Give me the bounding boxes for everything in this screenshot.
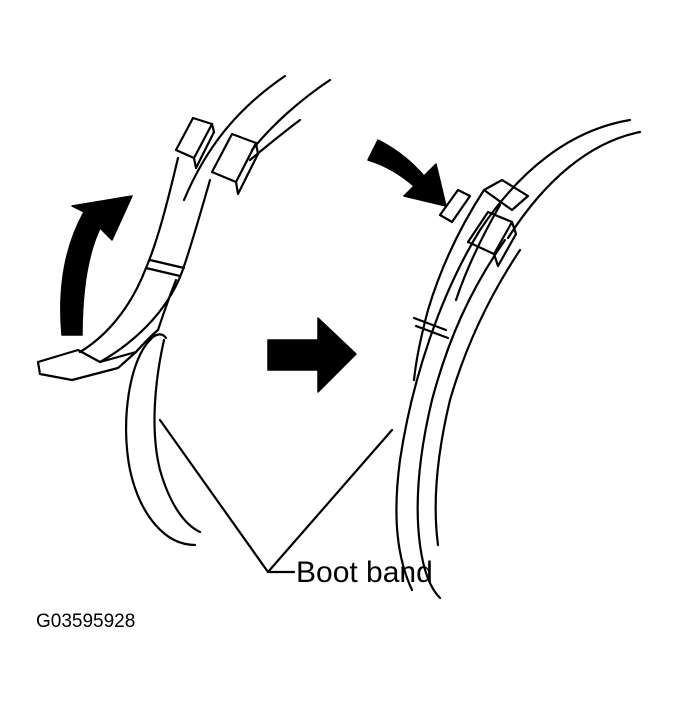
left-boot-body-inner: [153, 338, 202, 534]
right-boot-outer-arc-2: [506, 130, 642, 240]
boot-band-label: Boot band: [296, 556, 433, 589]
left-clip-tab-1: [174, 116, 214, 160]
left-boot-lip: [148, 333, 168, 342]
left-band-crease: [144, 266, 182, 278]
transition-arrow-icon: [267, 317, 357, 393]
leader-line-right: [266, 428, 394, 574]
left-clip-tab-2-side: [234, 141, 260, 196]
right-clip-body: [438, 188, 472, 224]
left-band-curl: [134, 328, 160, 354]
right-band-strip-2: [434, 248, 522, 547]
left-band-arm-inner: [98, 178, 212, 364]
left-band-crease-2: [148, 258, 186, 270]
left-boot-outer-arc-2: [250, 78, 332, 152]
left-band-free-end: [36, 348, 138, 382]
left-boot-band: [36, 74, 332, 547]
left-boot-outer-arc: [182, 74, 287, 202]
left-clip-tab-2: [210, 132, 258, 184]
right-band-crease: [412, 316, 448, 332]
lift-arrow-icon: [60, 195, 133, 336]
left-band-arm-outer: [78, 156, 180, 354]
right-clip-tab: [466, 210, 514, 256]
figure-code: G03595928: [36, 611, 135, 632]
left-clip-tab-1-side: [192, 122, 216, 170]
right-band-outer-edge: [412, 188, 486, 382]
left-band-strip-upper: [248, 118, 302, 162]
right-band-inner-edge: [454, 203, 502, 302]
left-boot-body-outer: [124, 338, 197, 547]
press-arrow-icon: [367, 139, 447, 207]
right-boot-outer-arc: [395, 118, 632, 592]
right-band-strip-1: [416, 238, 507, 600]
right-clip-tab-side: [492, 220, 518, 268]
right-band-crease-2: [414, 324, 450, 340]
right-clip-body-2: [482, 178, 530, 212]
leader-line-left: [158, 418, 296, 574]
left-band-lower-edge: [156, 278, 178, 332]
right-boot-band: [395, 118, 642, 600]
